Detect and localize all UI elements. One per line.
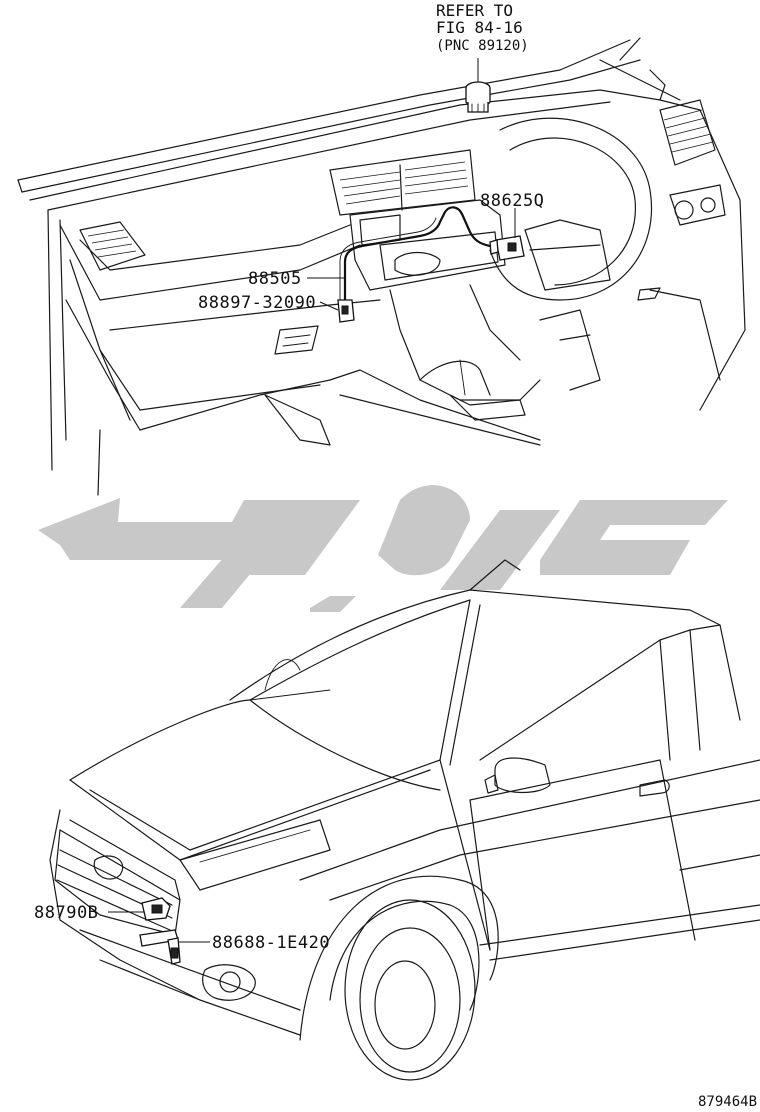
sensor-88790B	[141, 897, 171, 921]
reference-line-3: (PNC 89120)	[436, 38, 529, 54]
reference-line-2: FIG 84-16	[436, 18, 523, 37]
reference-note: REFER TO FIG 84-16 (PNC 89120)	[436, 1, 529, 54]
leader-lines	[108, 58, 516, 943]
callout-88688-1E420: 88688-1E420	[212, 933, 330, 953]
callout-88625Q: 88625Q	[480, 191, 544, 211]
figure-code: 879464B	[698, 1094, 757, 1110]
reference-line-1: REFER TO	[436, 1, 513, 20]
clamp-88897-32090	[337, 299, 355, 323]
dashboard-illustration	[17, 37, 746, 496]
bracket-88688-1E420	[139, 929, 181, 965]
callout-88897-32090: 88897-32090	[198, 293, 316, 313]
car-illustration	[49, 559, 760, 1081]
hose-88505	[339, 206, 492, 302]
sensor-88625Q	[489, 235, 525, 261]
watermark-logo	[38, 485, 728, 612]
callout-88505: 88505	[248, 269, 302, 289]
reference-part-89120	[465, 81, 491, 113]
callout-88790B: 88790B	[34, 903, 98, 923]
